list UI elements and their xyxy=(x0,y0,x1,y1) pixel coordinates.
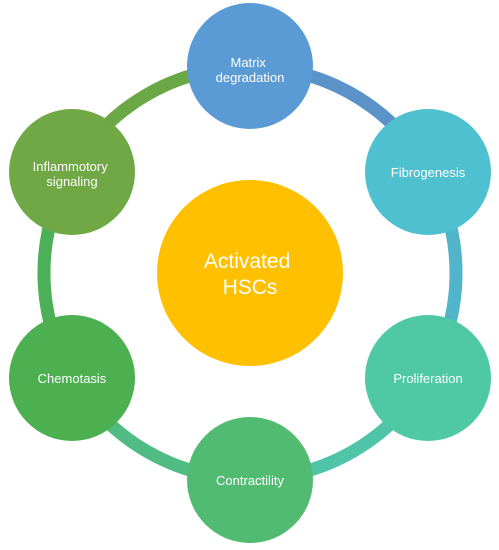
node-label-fibrogenesis-line-1: Fibrogenesis xyxy=(391,165,466,180)
node-contractility: Contractility xyxy=(187,417,313,543)
node-label-chemotasis-line-1: Chemotasis xyxy=(38,371,107,386)
outer-nodes: Matrix degradation Fibrogenesis Prolifer… xyxy=(9,3,491,543)
node-label-matrix-degradation-line-1: Matrix xyxy=(230,55,266,70)
center-circle xyxy=(157,180,343,366)
node-circle-inflammotory-signaling xyxy=(9,109,135,235)
node-label-contractility: Contractility xyxy=(216,473,284,488)
center-node: Activated HSCs xyxy=(157,180,343,366)
node-label-matrix-degradation-line-2: degradation xyxy=(216,70,285,85)
node-circle-fibrogenesis xyxy=(365,109,491,235)
node-label-proliferation: Proliferation xyxy=(393,371,462,386)
node-chemotasis: Chemotasis xyxy=(9,315,135,441)
node-circle-proliferation xyxy=(365,315,491,441)
node-label-proliferation-line-1: Proliferation xyxy=(393,371,462,386)
center-label-line-1: Activated xyxy=(204,250,290,273)
node-circle-contractility xyxy=(187,417,313,543)
node-circle-chemotasis xyxy=(9,315,135,441)
node-label-chemotasis: Chemotasis xyxy=(38,371,107,386)
node-label-fibrogenesis: Fibrogenesis xyxy=(391,165,466,180)
node-label-inflammotory-signaling: Inflammotory signaling xyxy=(33,159,112,189)
node-label-inflammotory-signaling-line-2: signaling xyxy=(46,174,97,189)
node-fibrogenesis: Fibrogenesis xyxy=(365,109,491,235)
node-circle-matrix-degradation xyxy=(187,3,313,129)
node-inflammotory-signaling: Inflammotory signaling xyxy=(9,109,135,235)
center-label: Activated HSCs xyxy=(204,250,296,299)
node-label-inflammotory-signaling-line-1: Inflammotory xyxy=(33,159,109,174)
node-matrix-degradation: Matrix degradation xyxy=(187,3,313,129)
node-label-matrix-degradation: Matrix degradation xyxy=(216,55,285,85)
center-label-line-2: HSCs xyxy=(223,276,278,299)
node-label-contractility-line-1: Contractility xyxy=(216,473,284,488)
node-proliferation: Proliferation xyxy=(365,315,491,441)
